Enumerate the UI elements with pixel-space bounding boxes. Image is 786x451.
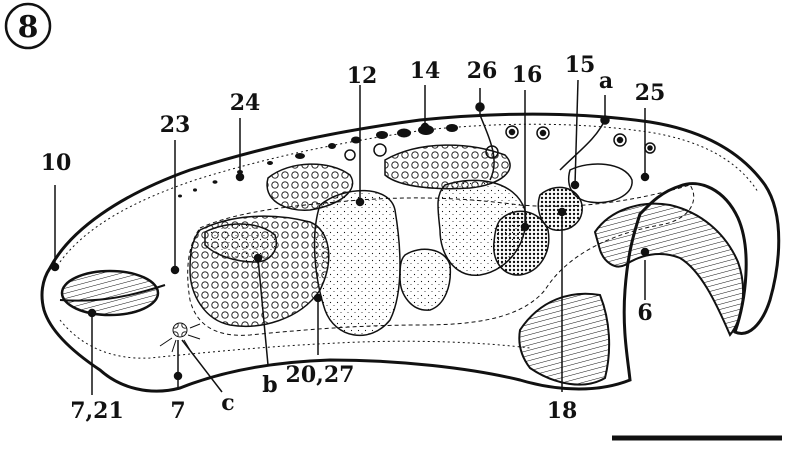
label-16: 16 [512,62,543,88]
figure-number: 8 [18,10,39,45]
posterior-fan-upper [595,204,743,335]
label-12: 12 [347,63,378,89]
label-a: a [599,68,613,94]
label-b: b [262,372,277,398]
ventral-inner-wall [60,320,530,358]
leader-15 [575,80,578,185]
label-25: 25 [635,80,666,106]
label-7-21: 7,21 [70,398,124,424]
label-23: 23 [160,112,191,138]
stippled-gut-c [400,249,450,310]
label-18: 18 [547,398,578,424]
label-10: 10 [41,150,72,176]
posterior-fan-lower [519,294,609,385]
label-20-27: 20,27 [286,362,355,388]
ciliated-structure [160,323,200,352]
dense-organ-16 [494,211,549,275]
label-6: 6 [637,300,652,326]
posterior-fan [519,204,743,385]
anterior-bulb [60,271,165,315]
label-14: 14 [410,58,441,84]
label-c: c [221,390,234,416]
label-15: 15 [565,52,596,78]
leader-a [560,95,605,170]
label-26: 26 [467,58,498,84]
figure-number-badge: 8 [6,4,50,48]
label-24: 24 [230,90,261,116]
label-7: 7 [170,398,185,424]
anterior-bulb-hatched [62,271,158,315]
